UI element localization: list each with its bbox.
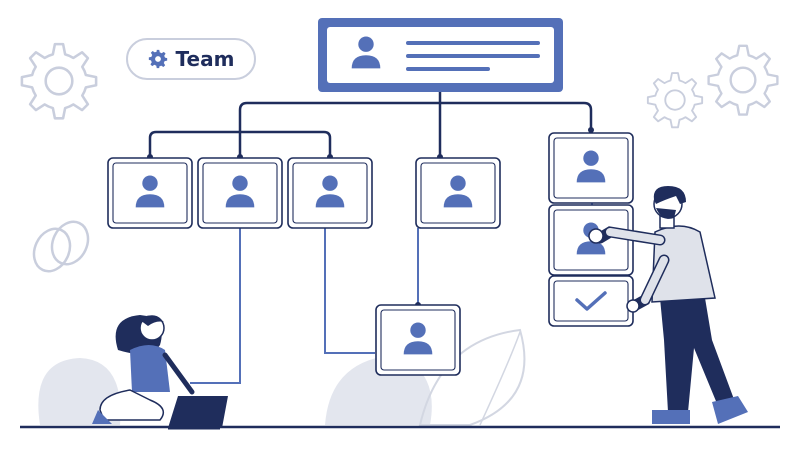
gear-icon <box>148 49 167 69</box>
rings-decoration <box>32 220 90 273</box>
org-connectors-secondary <box>190 200 593 384</box>
team-label: Team <box>175 47 235 71</box>
gear-icon <box>646 72 704 129</box>
level-1-member-card <box>287 157 373 229</box>
woman-with-laptop <box>92 315 228 430</box>
level-1-member-card <box>197 157 283 229</box>
member-cards <box>107 132 634 376</box>
team-badge: Team <box>126 38 256 80</box>
man-arranging-cards <box>588 186 748 424</box>
org-connectors <box>148 92 593 157</box>
level-1-member-card <box>107 157 193 229</box>
check-icon <box>575 291 607 311</box>
gear-icon <box>707 44 779 116</box>
stack-check-card <box>548 275 634 327</box>
gear-icon <box>20 42 98 120</box>
level-1-member-card <box>415 157 501 229</box>
root-card <box>318 18 563 92</box>
level-2-member-card <box>375 304 461 376</box>
stack-member-card <box>548 132 634 204</box>
text-lines-icon <box>406 41 540 71</box>
